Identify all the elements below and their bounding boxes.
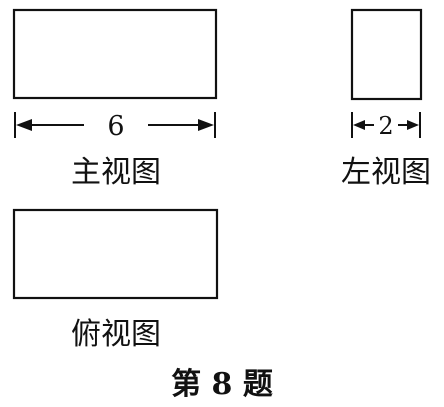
- left-view-rectangle: [350, 8, 423, 101]
- front-dim-left-arrow: [16, 119, 32, 131]
- left-dim-right-arrow: [407, 120, 419, 130]
- front-dim-right-arrow: [198, 119, 214, 131]
- front-view-dimension: 6: [14, 111, 216, 142]
- front-view: 6 主视图: [12, 8, 218, 190]
- front-dim-value: 6: [107, 111, 124, 142]
- top-view-label: 俯视图: [71, 317, 161, 352]
- figure-caption: 第 8 题: [171, 367, 273, 402]
- front-view-label: 主视图: [71, 155, 161, 190]
- top-view: 俯视图: [12, 208, 219, 352]
- front-view-rectangle: [12, 8, 218, 100]
- left-view-label: 左视图: [341, 155, 431, 190]
- left-view-dimension: 2: [351, 112, 421, 140]
- left-view: 2 左视图: [341, 8, 431, 190]
- left-dim-left-arrow: [353, 120, 365, 130]
- top-view-rectangle: [12, 208, 219, 300]
- left-dim-value: 2: [378, 112, 393, 140]
